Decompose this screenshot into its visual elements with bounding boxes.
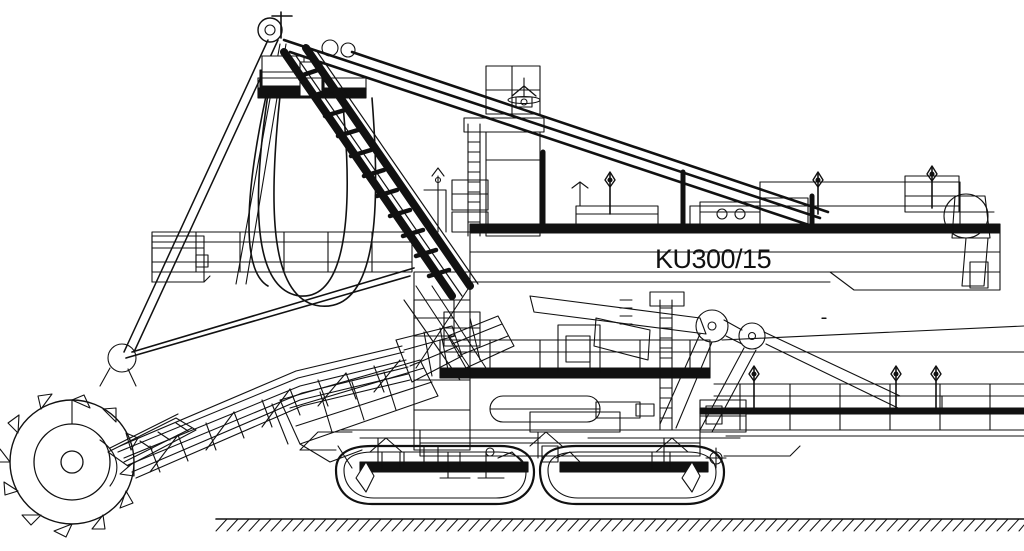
crawler-track-left (334, 437, 536, 506)
misc-details (423, 167, 827, 320)
lower-conveyor (699, 325, 1024, 437)
ground-line (215, 518, 1024, 532)
boom-support-cables (125, 267, 415, 359)
left-lower-support (271, 359, 439, 469)
machine-house (403, 271, 711, 457)
crawler-track-right (538, 437, 727, 506)
bucket-wheel (0, 393, 139, 538)
machine-designation-label: KU300/15 (655, 244, 772, 274)
central-tower (463, 65, 545, 237)
inclined-stairway (280, 44, 479, 300)
undercarriage-detail (299, 429, 801, 479)
bucket-wheel-boom-truss (117, 325, 463, 479)
discharge-boom (469, 149, 1001, 291)
boom-counter-girder (99, 231, 413, 387)
a-frame-mast (123, 11, 367, 353)
luffing-jib (529, 295, 901, 433)
